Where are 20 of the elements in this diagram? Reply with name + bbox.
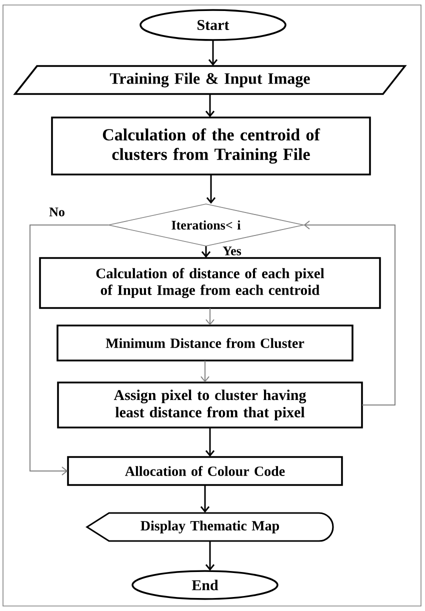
arrow [30,224,109,476]
process-box: Minimum Distance from Cluster [56,324,354,362]
process-box: Allocation of Colour Code [67,456,343,486]
arrow [206,308,214,326]
edge-label: Yes [222,246,242,256]
process-box: Assign pixel to cluster having least distance from that pixel [57,382,363,428]
process-box: Calculation of distance of each pixel of Input Image from each centroid [39,257,381,309]
arrow [200,360,210,382]
arrow [205,94,215,118]
process-box: Calculation of the centroid of clusters from Training File [51,116,371,176]
arrow [200,485,210,513]
edge-label: No [48,206,66,218]
start-terminal: Start [140,9,286,41]
arrow [304,220,396,406]
end-terminal: End [132,570,278,600]
arrow [205,541,215,571]
arrow [208,40,218,66]
arrow [201,246,211,258]
arrow [206,174,216,204]
arrow [205,428,215,457]
